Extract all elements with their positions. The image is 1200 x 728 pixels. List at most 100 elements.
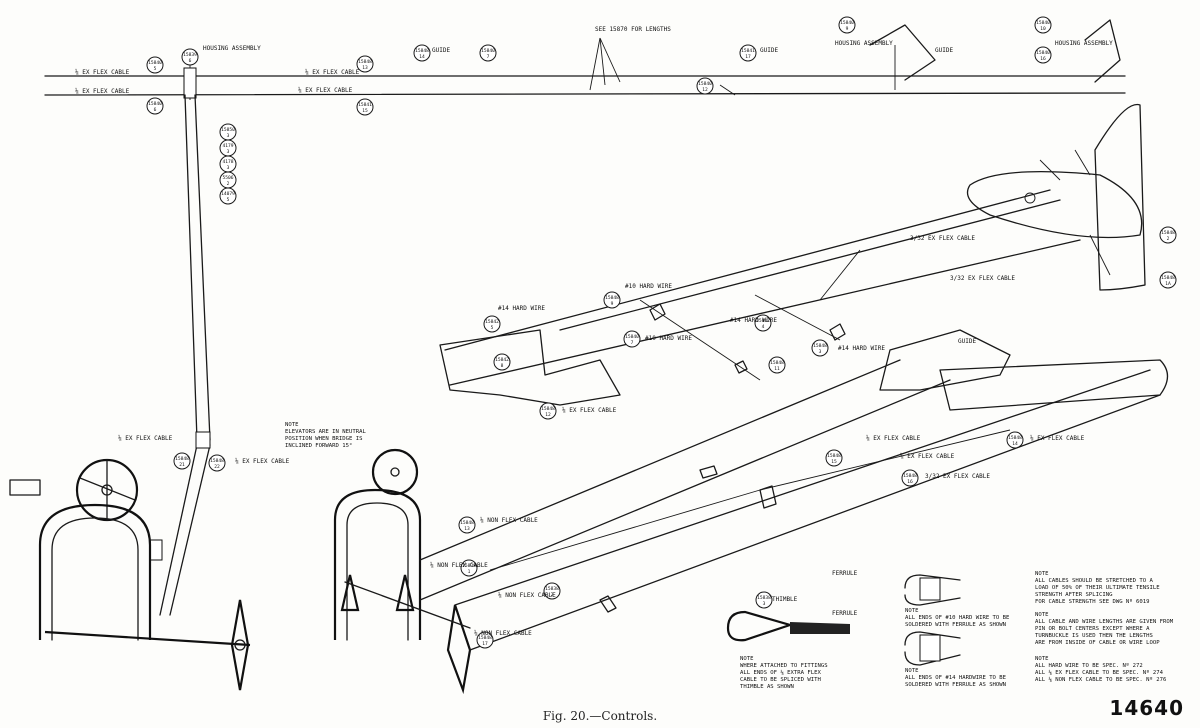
svg-text:2: 2 xyxy=(1167,236,1170,242)
reference-label: SEE 15870 FOR LENGTHS xyxy=(595,26,671,33)
ferrule-note-1: NOTE ALL ENDS OF #10 HARD WIRE TO BE SOL… xyxy=(905,608,1010,628)
svg-text:8: 8 xyxy=(501,363,504,369)
svg-text:15842: 15842 xyxy=(495,357,509,363)
svg-text:4178: 4178 xyxy=(222,159,233,165)
svg-text:NOTE: NOTE xyxy=(905,608,919,614)
cable-label: 3/32 EX FLEX CABLE xyxy=(925,473,990,480)
left-wheel-assembly xyxy=(9,458,251,691)
cable-label: ⅛ EX FLEX CABLE xyxy=(866,435,921,442)
svg-text:THIMBLE AS SHOWN: THIMBLE AS SHOWN xyxy=(740,684,794,690)
svg-text:14: 14 xyxy=(419,54,425,60)
svg-text:2: 2 xyxy=(551,592,554,598)
svg-text:15839: 15839 xyxy=(183,52,197,58)
svg-text:6: 6 xyxy=(189,58,192,64)
svg-text:3: 3 xyxy=(819,349,822,355)
cable-label: ⅛ EX FLEX CABLE xyxy=(118,435,173,442)
svg-text:NOTE: NOTE xyxy=(905,668,919,674)
svg-text:15842: 15842 xyxy=(756,318,770,324)
svg-text:15848: 15848 xyxy=(210,458,224,464)
guide-label: GUIDE xyxy=(935,47,953,54)
svg-text:12: 12 xyxy=(702,87,708,93)
svg-text:15840: 15840 xyxy=(840,20,854,26)
housing-label: HOUSING ASSEMBLY xyxy=(203,45,261,52)
svg-text:15840: 15840 xyxy=(698,81,712,87)
svg-text:13: 13 xyxy=(362,65,368,71)
svg-text:STRENGTH AFTER SPLICING: STRENGTH AFTER SPLICING xyxy=(1035,592,1113,598)
cable-label: ⅛ NON FLEX CABLE xyxy=(430,562,488,569)
svg-text:7: 7 xyxy=(487,54,490,60)
svg-text:15841: 15841 xyxy=(358,102,372,108)
svg-text:1A: 1A xyxy=(1165,281,1171,287)
cable-label: ⅛ NON FLEX CABLE xyxy=(474,630,532,637)
figure-caption: Fig. 20.—Controls. xyxy=(542,709,658,723)
cable-label: ⅛ EX FLEX CABLE xyxy=(235,458,290,465)
svg-text:15840: 15840 xyxy=(148,60,162,66)
lower-wing-assembly xyxy=(419,329,1169,651)
svg-text:15840: 15840 xyxy=(1036,50,1050,56)
wire-label: #14 HARD WIRE xyxy=(838,345,885,352)
svg-text:15840: 15840 xyxy=(148,101,162,107)
elevator-note: NOTE ELEVATORS ARE IN NEUTRAL POSITION W… xyxy=(285,422,366,449)
svg-text:4: 4 xyxy=(762,324,765,330)
guide-label: GUIDE xyxy=(760,47,778,54)
svg-text:15840: 15840 xyxy=(1036,20,1050,26)
housing-label: HOUSING ASSEMBLY xyxy=(835,40,893,47)
svg-text:21: 21 xyxy=(179,462,185,468)
svg-text:15848: 15848 xyxy=(1008,435,1022,441)
svg-text:15848: 15848 xyxy=(770,360,784,366)
svg-text:14: 14 xyxy=(1012,441,1018,447)
svg-text:15848: 15848 xyxy=(541,406,555,412)
svg-text:ARE FROM INSIDE OF CABLE OR WI: ARE FROM INSIDE OF CABLE OR WIRE LOOP xyxy=(1035,640,1160,646)
cable-label: ⅛ EX FLEX CABLE xyxy=(562,407,617,414)
svg-text:16: 16 xyxy=(907,479,913,485)
svg-text:ALL CABLES SHOULD BE STRETCHED: ALL CABLES SHOULD BE STRETCHED TO A xyxy=(1035,578,1154,584)
svg-text:15848: 15848 xyxy=(605,295,619,301)
svg-text:17: 17 xyxy=(482,641,488,647)
svg-text:15848: 15848 xyxy=(827,453,841,459)
svg-text:15840: 15840 xyxy=(625,334,639,340)
svg-text:ALL CABLE AND WIRE LENGTHS ARE: ALL CABLE AND WIRE LENGTHS ARE GIVEN FRO… xyxy=(1035,619,1174,625)
svg-text:ALL ⅛ NON FLEX CABLE TO BE SPE: ALL ⅛ NON FLEX CABLE TO BE SPEC. Nº 276 xyxy=(1035,676,1166,683)
wire-label: #14 HARD WIRE xyxy=(498,305,545,312)
wire-label: #14 HARD WIRE xyxy=(730,317,777,324)
thimble-detail xyxy=(726,610,850,642)
svg-text:ALL HARD WIRE TO BE SPEC. Nº 2: ALL HARD WIRE TO BE SPEC. Nº 272 xyxy=(1035,662,1143,669)
svg-text:ALL ENDS OF ⅛ EXTRA FLEX: ALL ENDS OF ⅛ EXTRA FLEX xyxy=(740,669,821,676)
ferrule-label: FERRULE xyxy=(832,610,858,617)
ferrule-label: FERRULE xyxy=(832,570,858,577)
svg-text:WHERE ATTACHED TO FITTINGS: WHERE ATTACHED TO FITTINGS xyxy=(740,663,828,669)
svg-text:6: 6 xyxy=(154,107,157,113)
svg-text:15838: 15838 xyxy=(462,563,476,569)
svg-text:POSITION WHEN BRIDGE IS: POSITION WHEN BRIDGE IS xyxy=(285,436,362,442)
svg-text:SOLDERED WITH FERRULE AS SHOWN: SOLDERED WITH FERRULE AS SHOWN xyxy=(905,622,1006,628)
cable-label: ⅛ EX FLEX CABLE xyxy=(298,87,353,94)
middle-wheel-assembly xyxy=(333,448,472,695)
svg-text:15842: 15842 xyxy=(485,319,499,325)
cable-label: ⅛ EX FLEX CABLE xyxy=(1030,435,1085,442)
svg-text:15: 15 xyxy=(831,459,837,465)
svg-text:3: 3 xyxy=(227,149,230,155)
svg-text:12: 12 xyxy=(545,412,551,418)
wire-label: #10 HARD WIRE xyxy=(645,335,692,342)
cable-label: ⅛ EX FLEX CABLE xyxy=(75,88,130,95)
